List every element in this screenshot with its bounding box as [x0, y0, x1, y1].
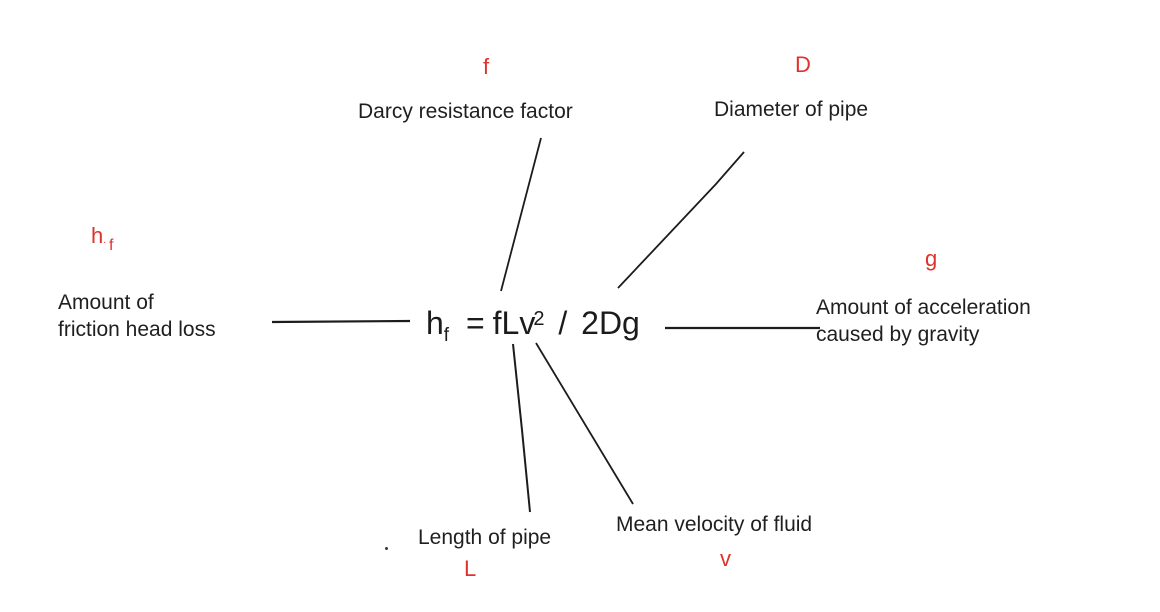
equation: hf =fLv2 / 2Dg — [426, 300, 640, 355]
symbol-length: L — [464, 556, 477, 581]
symbol-head-loss-subscript: f — [109, 237, 114, 254]
symbol-gravity: g — [925, 246, 938, 271]
connector-length-line — [512, 343, 531, 513]
label-friction-factor: Darcy resistance factor — [358, 100, 573, 123]
connector-head-loss-line — [271, 319, 411, 324]
stray-dot — [385, 547, 388, 550]
equation-exponent: 2 — [533, 308, 545, 330]
symbol-velocity: v — [720, 546, 731, 571]
equation-equals-sign: = — [465, 305, 485, 341]
label-diameter: Diameter of pipe — [714, 98, 869, 121]
equation-lhs-subscript: f — [443, 325, 450, 346]
connector-velocity-line — [535, 342, 634, 505]
equation-lhs-base: h — [426, 305, 444, 341]
symbol-head-loss-base: h — [91, 223, 104, 248]
connector-diameter-line — [617, 151, 745, 289]
symbol-friction-factor: f — [483, 54, 490, 79]
connector-friction-factor-line — [500, 137, 542, 292]
equation-slash: / — [558, 305, 568, 341]
symbol-head-loss: h.f — [91, 224, 113, 258]
label-head-loss: Amount of friction head loss — [58, 291, 216, 341]
label-length: Length of pipe — [418, 526, 552, 549]
equation-term: fLv — [492, 305, 536, 341]
label-velocity: Mean velocity of fluid — [616, 513, 813, 536]
equation-denominator: 2Dg — [581, 305, 640, 341]
label-gravity: Amount of acceleration caused by gravity — [816, 296, 1031, 346]
symbol-diameter: D — [795, 52, 811, 77]
symbol-head-loss-dot: . — [103, 235, 107, 246]
